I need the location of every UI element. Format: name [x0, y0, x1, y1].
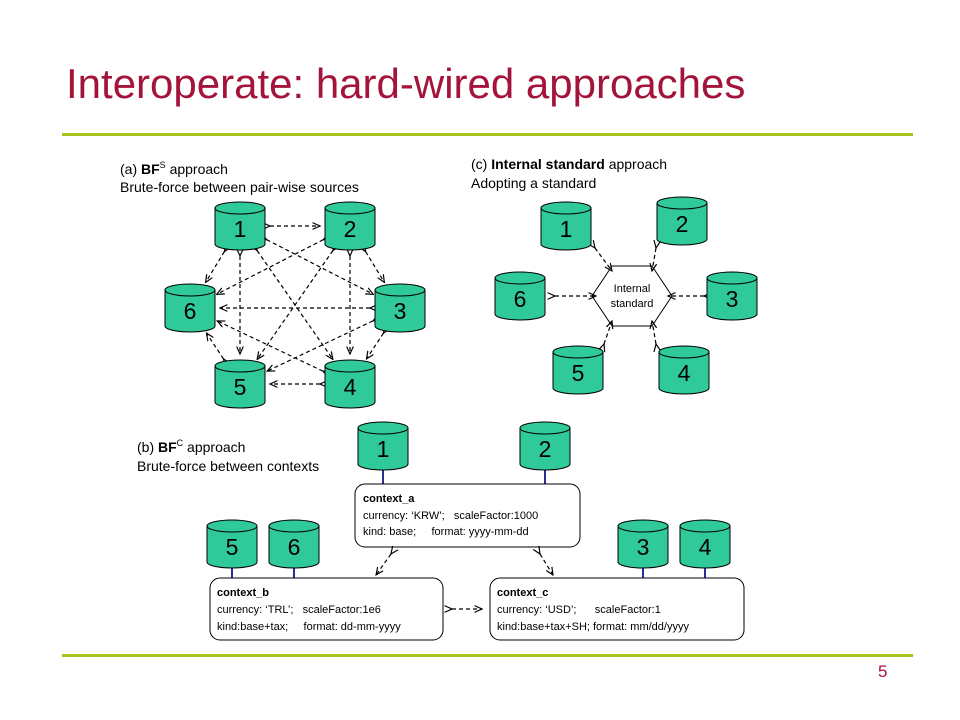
source-3-a: 3	[374, 283, 426, 333]
panel-b-nodes: 1 2 5 6 3 4	[206, 421, 731, 569]
source-3-c: 3	[706, 271, 758, 321]
context-a-name: context_a	[363, 493, 415, 505]
source-3-b: 3	[617, 519, 669, 569]
source-5-b-label: 5	[226, 534, 239, 560]
context-c-name: context_c	[497, 587, 548, 599]
source-2-a-label: 2	[344, 216, 357, 242]
source-4-c-label: 4	[678, 360, 691, 386]
source-1-c-label: 1	[560, 216, 573, 242]
edge-a-2-6	[217, 240, 324, 295]
context-b-line2: kind:base+tax; format: dd-mm-yyyy	[217, 621, 401, 633]
source-3-c-label: 3	[726, 286, 739, 312]
panel-a-subtitle: Brute-force between pair-wise sources	[120, 179, 359, 195]
context-b-box	[209, 577, 444, 641]
panel-b: (b) BFC approach Brute-force between con…	[137, 421, 745, 641]
source-2-b-label: 2	[539, 436, 552, 462]
edge-a-5-6	[206, 333, 223, 359]
panel-c-nodes: 1 2 3 4 5 6	[494, 196, 758, 395]
hub-label-line2: standard	[611, 298, 654, 310]
source-5-c-label: 5	[572, 360, 585, 386]
source-5-a: 5	[214, 359, 266, 409]
source-6-a-label: 6	[184, 298, 197, 324]
source-4-b-label: 4	[699, 534, 712, 560]
source-6-a: 6	[164, 283, 216, 333]
source-1-a: 1	[214, 201, 266, 251]
arrow-context-a-context-b	[376, 554, 391, 575]
context-c-line1: currency: ‘USD’; scaleFactor:1	[497, 604, 661, 616]
source-1-b-label: 1	[377, 436, 390, 462]
context-a-box	[354, 483, 581, 548]
panel-c-subtitle: Adopting a standard	[471, 175, 596, 191]
context-b-name: context_b	[217, 587, 269, 599]
source-4-a-label: 4	[344, 374, 357, 400]
panel-a-nodes: 1 2 3 4 5 6	[164, 201, 426, 409]
source-4-a: 4	[324, 359, 376, 409]
source-3-a-label: 3	[394, 298, 407, 324]
panel-a: (a) BFS approach Brute-force between pai…	[120, 160, 426, 409]
source-1-b: 1	[357, 421, 409, 471]
panel-a-caption: (a) BFS approach	[120, 160, 228, 177]
panel-c-edges	[555, 248, 704, 344]
panel-b-caption: (b) BFC approach	[137, 438, 245, 455]
edge-c-hub-1	[595, 248, 612, 271]
edge-a-2-3	[366, 252, 385, 283]
edge-c-hub-2	[652, 248, 656, 271]
source-1-a-label: 1	[234, 216, 247, 242]
edge-a-1-6	[206, 252, 225, 283]
edge-c-hub-4	[652, 321, 656, 344]
title-divider	[62, 133, 913, 136]
source-5-c: 5	[552, 345, 604, 395]
source-5-a-label: 5	[234, 374, 247, 400]
context-c-box	[489, 577, 745, 641]
edge-a-4-6	[217, 321, 323, 371]
context-a-line1: currency: ‘KRW’; scaleFactor:1000	[363, 510, 538, 522]
source-3-b-label: 3	[637, 534, 650, 560]
hub-label-line1: Internal	[614, 283, 651, 295]
context-a-line2: kind: base; format: yyyy-mm-dd	[363, 526, 529, 538]
source-2-c: 2	[656, 196, 708, 246]
arrow-context-a-context-c	[540, 554, 553, 575]
edge-a-3-4	[366, 333, 383, 359]
panel-c-caption: (c) Internal standard approach	[471, 156, 667, 172]
source-2-c-label: 2	[676, 211, 689, 237]
slide-title: Interoperate: hard-wired approaches	[66, 60, 746, 107]
source-2-b: 2	[519, 421, 571, 471]
footer-divider	[62, 654, 913, 657]
source-6-c: 6	[494, 271, 546, 321]
panel-c: (c) Internal standard approach Adopting …	[471, 156, 758, 395]
context-c-line2: kind:base+tax+SH; format: mm/dd/yyyy	[497, 621, 689, 633]
panel-b-subtitle: Brute-force between contexts	[137, 458, 319, 474]
source-4-b: 4	[679, 519, 731, 569]
source-4-c: 4	[658, 345, 710, 395]
source-5-b: 5	[206, 519, 258, 569]
source-6-b: 6	[268, 519, 320, 569]
context-b-line1: currency: ‘TRL’; scaleFactor:1e6	[217, 604, 381, 616]
panel-a-edges	[206, 226, 385, 384]
internal-standard-hub	[591, 265, 673, 327]
source-1-c: 1	[540, 201, 592, 251]
source-6-c-label: 6	[514, 286, 527, 312]
page-number: 5	[878, 662, 888, 681]
source-2-a: 2	[324, 201, 376, 251]
source-6-b-label: 6	[288, 534, 301, 560]
